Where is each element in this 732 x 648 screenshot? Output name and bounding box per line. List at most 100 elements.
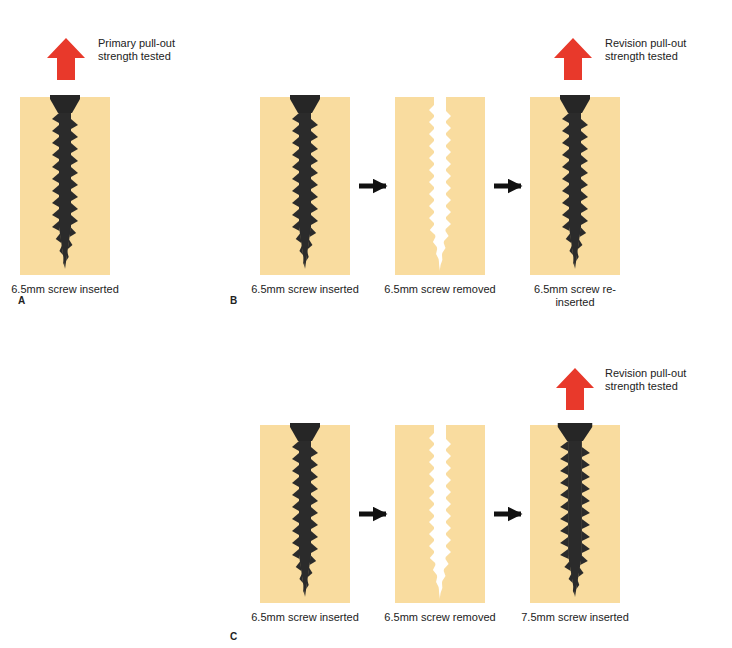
screw-thread — [311, 119, 318, 129]
screw-thread — [562, 209, 569, 219]
pull-arrow — [47, 38, 85, 80]
screw-thread — [52, 173, 59, 183]
screw-thread — [292, 441, 299, 451]
test-block: 6.5mm screw re-inserted — [530, 97, 620, 275]
screw-thread — [52, 125, 59, 135]
screw-thread — [292, 113, 299, 123]
screw-thread — [560, 489, 568, 499]
screw-thread — [562, 149, 569, 159]
screw-head — [558, 423, 593, 441]
screw-hole — [429, 97, 451, 271]
screw-thread — [292, 209, 299, 219]
screw-shank — [59, 109, 71, 269]
screw-thread — [560, 525, 568, 535]
screw-thread — [292, 149, 299, 159]
screw-thread — [562, 197, 569, 207]
screw-thread — [52, 221, 60, 231]
screw-thread — [581, 155, 588, 165]
screw-thread — [562, 221, 570, 231]
screw-thread — [52, 113, 59, 123]
screw-hole — [429, 425, 451, 599]
screw-thread — [581, 191, 588, 201]
screw-thread — [560, 465, 568, 475]
screw-thread — [311, 495, 318, 505]
screw-thread — [292, 173, 299, 183]
step-caption: 7.5mm screw inserted — [515, 611, 635, 624]
screw-thread — [71, 131, 78, 141]
screw-thread — [560, 453, 568, 463]
screw-thread — [292, 501, 299, 511]
pull-arrow — [554, 38, 592, 80]
screw-thread — [581, 167, 588, 177]
screw-thread — [71, 191, 78, 201]
test-label: Revision pull-out strength tested — [605, 367, 705, 393]
panel-letter: C — [230, 630, 250, 643]
screw-thread — [560, 537, 568, 547]
screw-illustration — [530, 97, 620, 275]
screw-thread — [311, 179, 318, 189]
screw-thread — [311, 459, 318, 469]
screw-thread — [311, 203, 318, 213]
screw-shank — [299, 437, 311, 597]
screw-thread — [292, 477, 299, 487]
screw-thread — [582, 543, 590, 553]
screw-thread — [71, 167, 78, 177]
screw-illustration — [395, 425, 485, 603]
screw-thread — [562, 185, 569, 195]
screw — [50, 95, 80, 269]
screw-thread — [581, 131, 588, 141]
step-caption: 6.5mm screw inserted — [245, 283, 365, 296]
screw-thread — [581, 215, 588, 225]
screw-thread — [311, 531, 318, 541]
screw-thread — [52, 185, 59, 195]
step-caption: 6.5mm screw inserted — [5, 283, 125, 296]
screw-head — [290, 95, 320, 113]
screw-thread — [562, 137, 569, 147]
screw-thread — [52, 209, 59, 219]
screw-thread — [311, 155, 318, 165]
screw-thread — [292, 549, 300, 559]
screw — [290, 95, 320, 269]
screw-thread — [582, 495, 590, 505]
screw-illustration — [395, 97, 485, 275]
screw-thread — [581, 203, 588, 213]
screw-thread — [581, 143, 588, 153]
step-caption: 6.5mm screw removed — [380, 611, 500, 624]
screw-thread — [71, 203, 78, 213]
step-arrow — [359, 512, 386, 517]
test-label: Revision pull-out strength tested — [605, 37, 705, 63]
screw-thread — [292, 489, 299, 499]
screw-thread — [52, 137, 59, 147]
screw-illustration — [20, 97, 110, 275]
screw-thread — [311, 507, 318, 517]
screw-thread — [560, 513, 568, 523]
screw-illustration — [260, 97, 350, 275]
screw-thread — [292, 537, 299, 547]
step-caption: 6.5mm screw re-inserted — [515, 283, 635, 309]
screw-thread — [52, 161, 59, 171]
test-block: 6.5mm screw inserted — [20, 97, 110, 275]
test-block: 6.5mm screw removed — [395, 425, 485, 603]
screw-thread — [292, 161, 299, 171]
screw-thread — [292, 125, 299, 135]
screw-thread — [582, 459, 590, 469]
screw-thread — [311, 215, 318, 225]
screw-thread — [560, 549, 569, 559]
screw-thread — [292, 525, 299, 535]
pull-arrow — [556, 368, 594, 410]
screw-thread — [52, 197, 59, 207]
screw-thread — [52, 149, 59, 159]
screw-thread — [560, 477, 568, 487]
screw-thread — [311, 131, 318, 141]
panel-letter: A — [18, 294, 38, 307]
screw-thread — [311, 191, 318, 201]
screw-thread — [560, 501, 568, 511]
test-label: Primary pull-out strength tested — [98, 37, 198, 63]
screw-head — [290, 423, 320, 441]
screw-thread — [562, 125, 569, 135]
screw-thread — [292, 137, 299, 147]
screw-thread — [581, 119, 588, 129]
screw-thread — [71, 119, 78, 129]
screw-shank — [299, 109, 311, 269]
step-caption: 6.5mm screw inserted — [245, 611, 365, 624]
